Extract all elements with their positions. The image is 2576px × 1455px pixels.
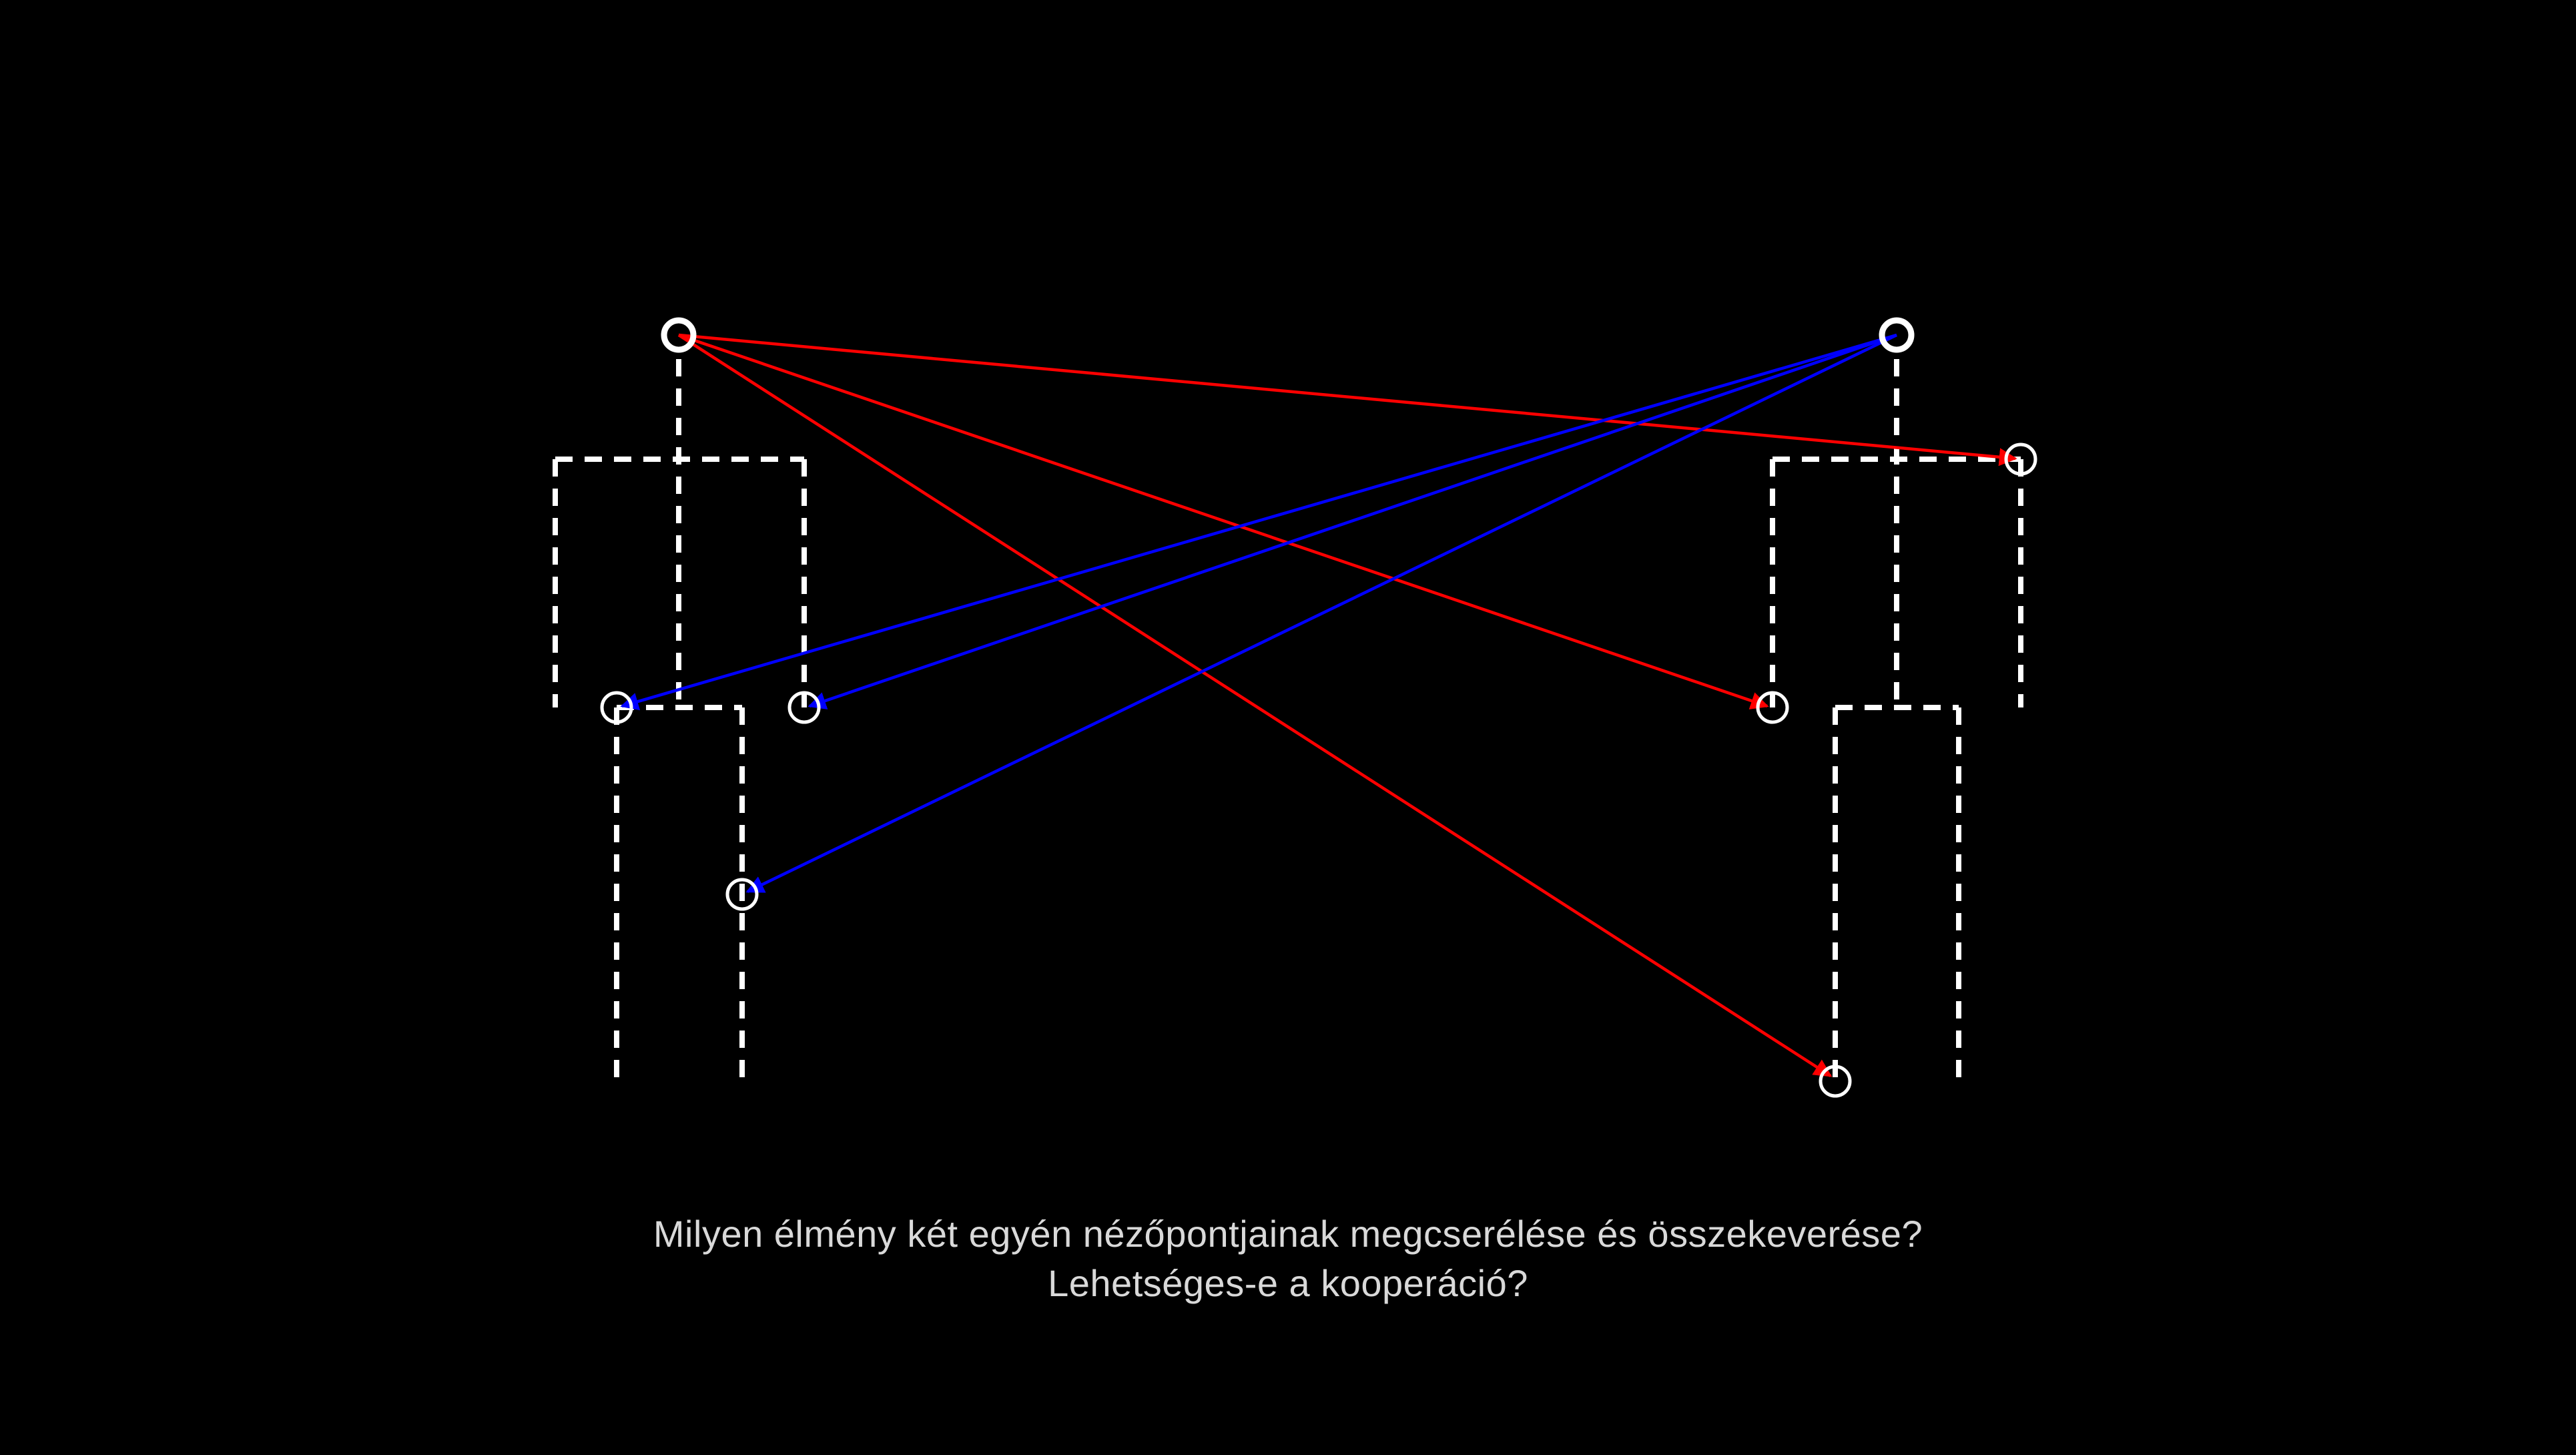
left-figure bbox=[553, 359, 807, 1081]
red-arrow-to-right-hand bbox=[678, 333, 1769, 709]
blue-arrow-to-left-knee bbox=[745, 333, 1897, 894]
caption: Milyen élmény két egyén nézőpontjainak m… bbox=[0, 1209, 2576, 1308]
left-viewpoint-circle-icon bbox=[661, 317, 697, 353]
blue-arrow-to-left-hand bbox=[620, 333, 1897, 711]
caption-line-2: Lehetséges-e a kooperáció? bbox=[1048, 1262, 1528, 1304]
red-arrows bbox=[677, 333, 2017, 1077]
left-knee-target-circle-icon bbox=[725, 878, 759, 911]
red-arrow-to-right-foot bbox=[677, 334, 1833, 1077]
markers bbox=[600, 317, 2037, 1098]
right-viewpoint-circle-icon bbox=[1879, 317, 1915, 353]
right-shoulder-target-circle-icon bbox=[2004, 443, 2037, 476]
blue-arrows bbox=[620, 333, 1897, 894]
red-arrow-to-right-shoulder bbox=[678, 333, 2017, 467]
blue-arrow-to-left-elbow bbox=[808, 333, 1897, 709]
caption-line-1: Milyen élmény két egyén nézőpontjainak m… bbox=[653, 1213, 1923, 1255]
right-foot-target-circle-icon bbox=[1819, 1065, 1852, 1098]
right-hand-target-circle-icon bbox=[1756, 691, 1789, 724]
left-hand-target-circle-icon bbox=[600, 691, 633, 724]
right-figure bbox=[1770, 359, 2023, 1081]
left-elbow-target-circle-icon bbox=[787, 691, 821, 724]
